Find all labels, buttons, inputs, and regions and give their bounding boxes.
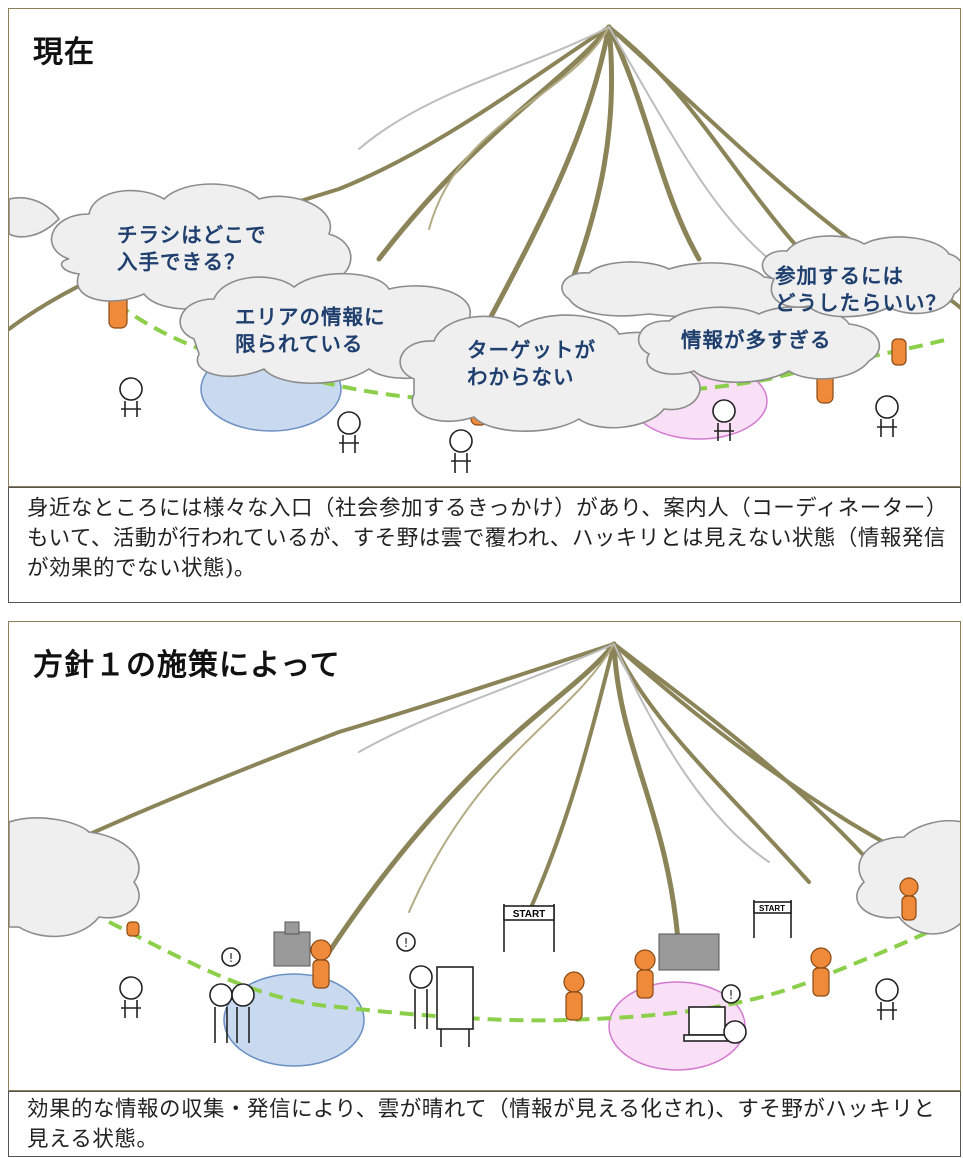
building-icon [658, 933, 720, 971]
mountain-illustration [9, 24, 960, 473]
wondering-person-icon [875, 978, 899, 1020]
cloud-line: ターゲットが [467, 338, 596, 362]
wondering-person-icon [119, 377, 143, 417]
start-gate-icon [753, 900, 792, 938]
cloud-line: わからない [467, 365, 575, 389]
wondering-person-icon [337, 411, 361, 453]
whiteboard-icon [436, 966, 474, 1047]
cloud-label: 情報が多すぎる [681, 327, 832, 354]
cloud-line: チラシはどこで [117, 223, 267, 247]
cloud-line: 入手できる？ [117, 250, 246, 274]
cloud-line: エリアの情報に [235, 305, 386, 329]
building-icon [273, 921, 311, 967]
panel-title: 現在 [33, 35, 95, 70]
computer-icon [683, 1006, 731, 1042]
cloud-icon [9, 817, 960, 938]
policy-panel: START START [8, 621, 961, 1091]
cloud-line: 情報が多すぎる [681, 328, 832, 352]
cloud-label: エリアの情報に 限られている [235, 304, 386, 358]
svg-text:!: ! [404, 936, 409, 950]
policy-caption: 効果的な情報の収集・発信により、雲が晴れて（情報が見える化され)、すそ野がハッキ… [8, 1091, 961, 1157]
wondering-person-icon [449, 429, 473, 473]
cloud-line: 限られている [235, 332, 364, 356]
start-gate-icon [503, 904, 555, 952]
panel-title: 方針１の施策によって [33, 648, 341, 683]
start-sign-label: START [513, 909, 546, 920]
cloud-line: どうしたらいい？ [775, 291, 947, 315]
wondering-person-icon [875, 395, 899, 437]
start-sign-label: START [759, 904, 785, 913]
cloud-label: チラシはどこで 入手できる？ [117, 222, 266, 276]
current-state-panel: 現在 チラシはどこで 入手できる？ エリアの情報に 限られている ターゲットが … [8, 8, 961, 487]
guide-person-icon [126, 877, 919, 1021]
wondering-person-icon [712, 399, 736, 441]
cloud-label: ターゲットが わからない [467, 337, 596, 391]
mountain-illustration: START START [9, 641, 960, 1071]
svg-text:!: ! [729, 988, 734, 1002]
cloud-icon [9, 183, 960, 432]
cloud-label: 参加するには どうしたらいい？ [775, 263, 947, 317]
svg-text:!: ! [229, 951, 234, 965]
wondering-person-icon [119, 976, 143, 1018]
current-state-caption: 身近なところには様々な入口（社会参加するきっかけ）があり、案内人（コーディネータ… [8, 487, 961, 603]
cloud-line: 参加するには [775, 264, 904, 288]
